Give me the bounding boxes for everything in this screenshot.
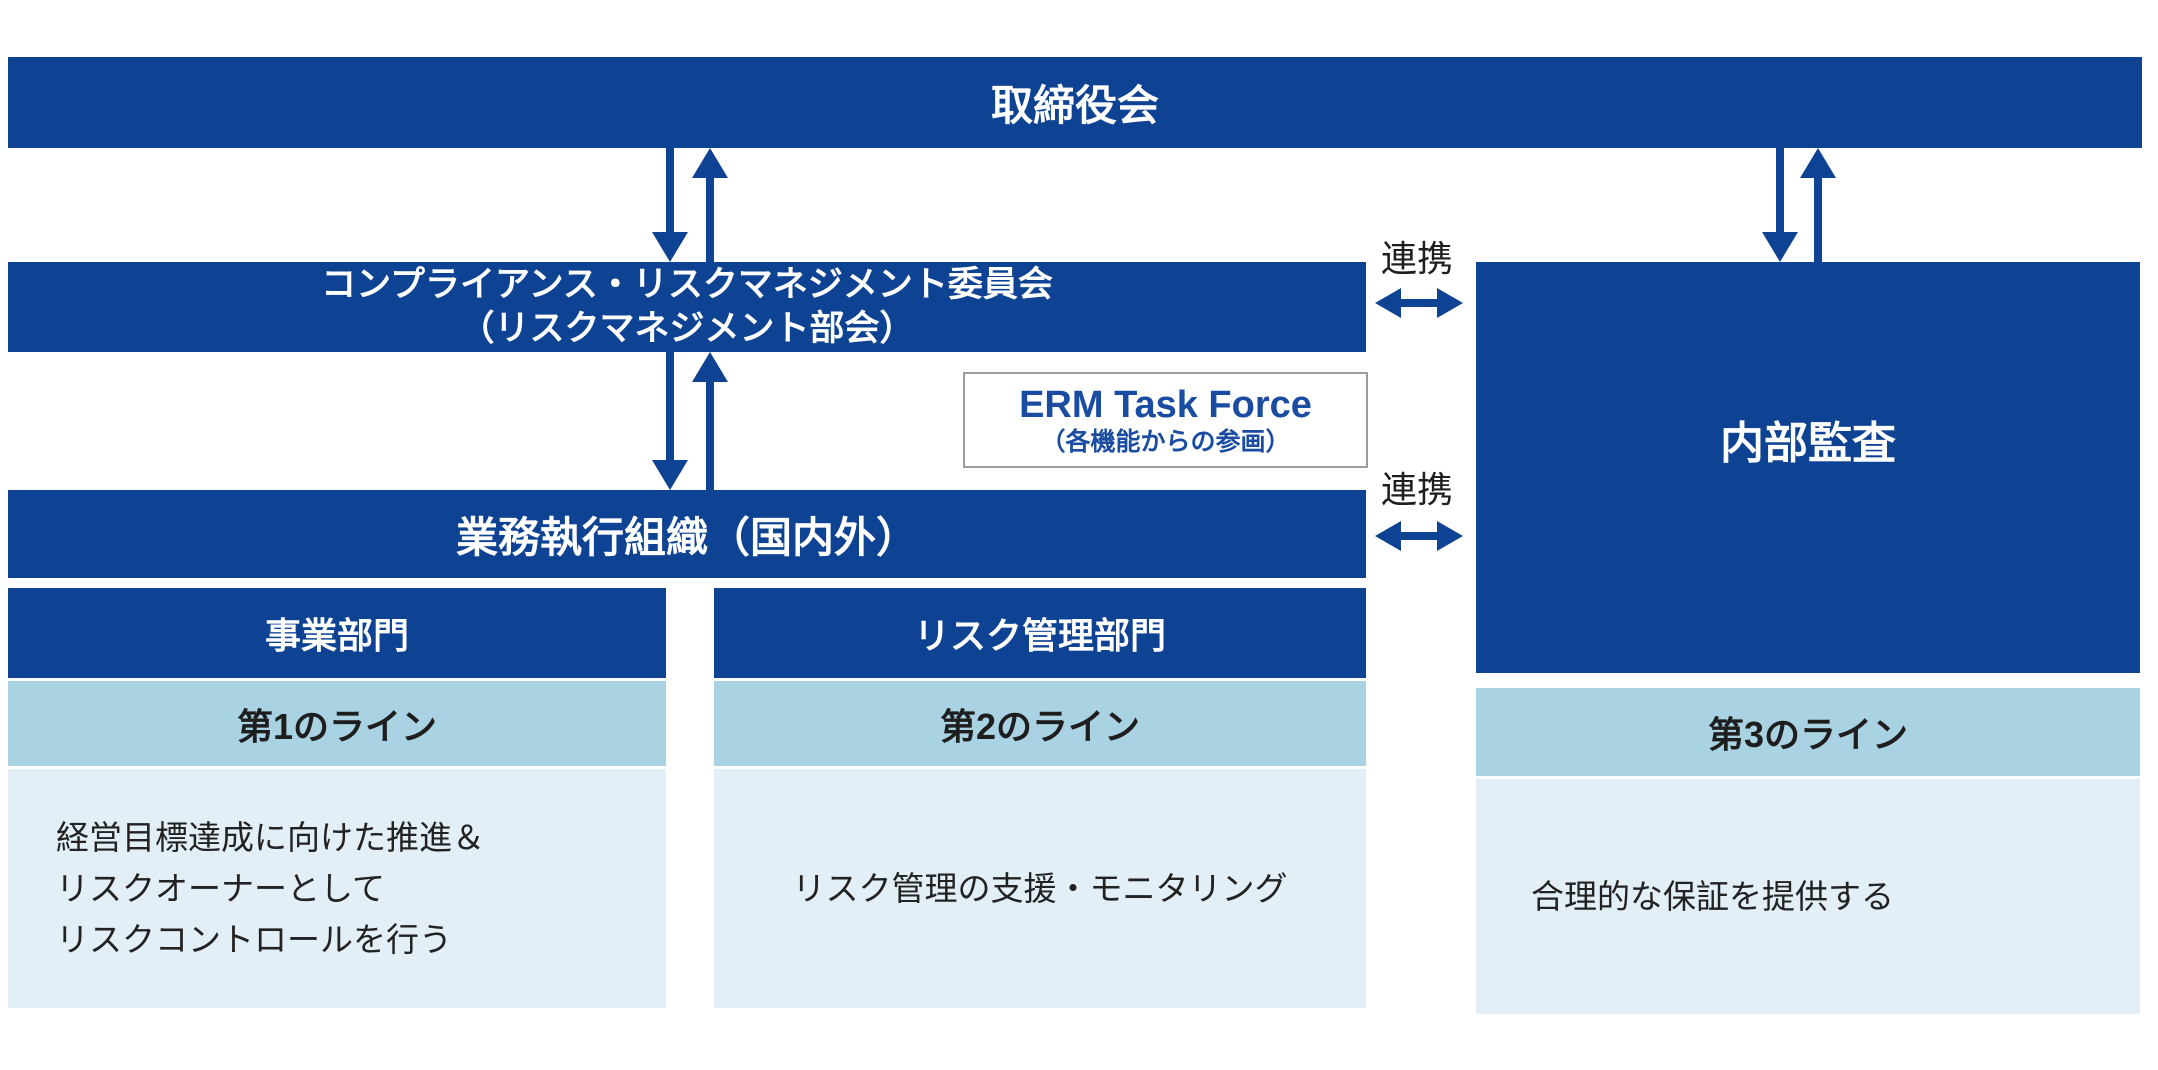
first-line-desc-line2: リスクオーナーとして (56, 870, 386, 907)
third-line-label: 第3のライン (1707, 714, 1909, 755)
arrow-up-audit-to-board-icon (1800, 148, 1836, 262)
risk-management-division-label: リスク管理部門 (913, 615, 1166, 656)
risk-management-division-header: リスク管理部門 (714, 588, 1366, 678)
first-line-description-box: 経営目標達成に向けた推進＆ リスクオーナーとして リスクコントロールを行う (8, 769, 666, 1008)
first-line-desc-line3: リスクコントロールを行う (56, 921, 452, 958)
second-line-description-box: リスク管理の支援・モニタリング (714, 769, 1366, 1008)
internal-audit-box: 内部監査 (1476, 262, 2140, 673)
erm-task-force-title: ERM Task Force (1019, 384, 1312, 426)
renkei-bottom-label: 連携 (1380, 469, 1453, 510)
executive-organization-label: 業務執行組織（国内外） (455, 513, 918, 561)
executive-organization-bar: 業務執行組織（国内外） (8, 490, 1366, 578)
second-line-desc-line1: リスク管理の支援・モニタリング (792, 870, 1288, 907)
arrow-down-committee-to-exec-icon (652, 352, 688, 490)
arrow-down-board-to-committee-icon (652, 148, 688, 262)
first-line-desc-line1: 経営目標達成に向けた推進＆ (56, 819, 485, 856)
third-line-description-box: 合理的な保証を提供する (1476, 779, 2140, 1014)
board-of-directors-bar: 取締役会 (8, 57, 2142, 148)
second-line-label: 第2のライン (939, 705, 1141, 747)
erm-task-force-box: ERM Task Force （各機能からの参画） (963, 372, 1368, 468)
arrow-down-board-to-audit-icon (1762, 148, 1798, 262)
double-arrow-committee-audit-icon (1375, 288, 1463, 318)
committee-bar: コンプライアンス・リスクマネジメント委員会 （リスクマネジメント部会） (8, 262, 1366, 352)
internal-audit-label: 内部監査 (1720, 418, 1896, 468)
erm-task-force-subtitle: （各機能からの参画） (1040, 428, 1291, 456)
committee-label-line1: コンプライアンス・リスクマネジメント委員会 (321, 265, 1053, 304)
first-line-label: 第1のライン (236, 705, 438, 747)
third-line-desc-line1: 合理的な保証を提供する (1531, 878, 1894, 915)
business-division-header: 事業部門 (8, 588, 666, 678)
business-division-label: 事業部門 (264, 615, 409, 656)
arrow-up-committee-to-board-icon (692, 148, 728, 262)
arrow-up-exec-to-committee-icon (692, 352, 728, 490)
third-line-band: 第3のライン (1476, 688, 2140, 776)
renkei-top-label: 連携 (1380, 238, 1453, 279)
second-line-band: 第2のライン (714, 681, 1366, 766)
double-arrow-exec-audit-icon (1375, 521, 1463, 551)
board-of-directors-label: 取締役会 (990, 82, 1159, 129)
committee-label-line2: （リスクマネジメント部会） (459, 309, 915, 348)
first-line-band: 第1のライン (8, 681, 666, 766)
